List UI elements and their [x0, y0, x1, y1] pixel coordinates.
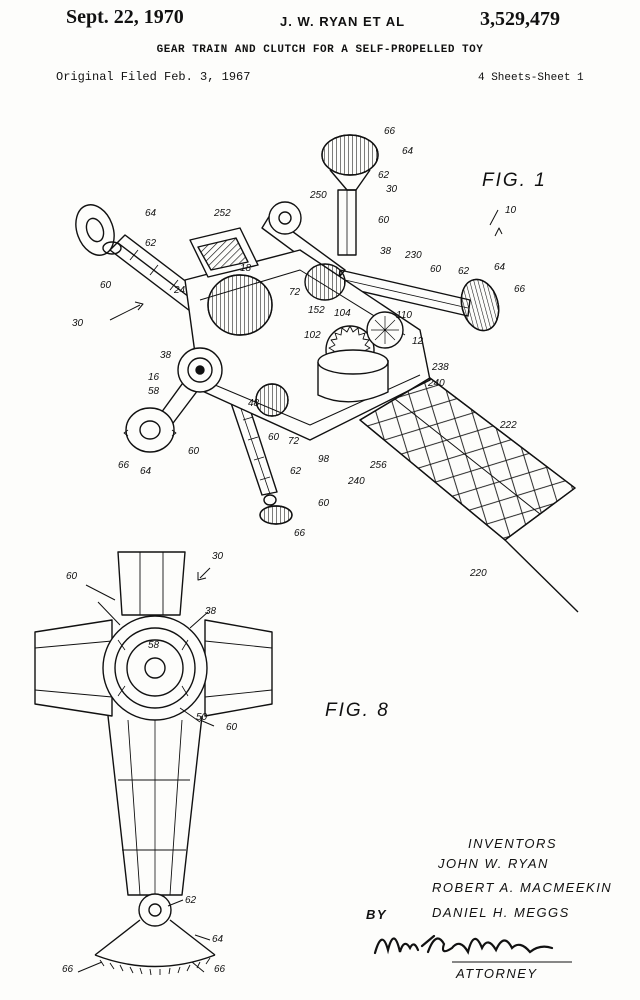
fig1-ref-numeral: 12 [412, 336, 424, 347]
fig8-ref-numeral: 60 [66, 571, 78, 582]
patent-number: 3,529,479 [480, 8, 560, 30]
fig1-ref-numeral: 66 [514, 284, 526, 295]
fig1-ref-numeral: 60 [318, 498, 330, 509]
fig1-ref-numeral: 62 [290, 466, 302, 477]
fig1-ref-numeral: 30 [386, 184, 398, 195]
fig1-ref-numeral: 222 [500, 420, 517, 431]
attorney-signature [370, 918, 570, 973]
fig1-wheel-right [460, 278, 500, 332]
fig1-wheel-top-left [268, 201, 302, 235]
fig1-ref-numeral: 16 [148, 372, 160, 383]
by-label: BY [366, 907, 388, 922]
fig1-ref-numeral: 10 [505, 205, 517, 216]
patent-date: Sept. 22, 1970 [66, 6, 184, 28]
fig1-wheel-left [75, 204, 122, 256]
inventor-name: DANIEL H. MEGGS [432, 905, 570, 920]
fig1-ref-numeral: 24 [174, 285, 186, 296]
fig1-ref-numeral: 30 [72, 318, 84, 329]
inventor-name: ROBERT A. MACMEEKIN [432, 880, 613, 895]
attorney-label: ATTORNEY [456, 966, 538, 981]
fig1-toy-drawing [75, 134, 579, 613]
fig1-ref-numeral: 64 [145, 208, 157, 219]
fig1-ref-numeral: 64 [402, 146, 414, 157]
fig8-arm-drawing [34, 551, 273, 976]
fig8-ref-numeral: 66 [214, 964, 226, 975]
fig1-ref-numeral: 64 [494, 262, 506, 273]
fig1-ref-numeral: 102 [304, 330, 321, 341]
fig8-ref-numeral: 62 [185, 895, 197, 906]
filed-date: Original Filed Feb. 3, 1967 [56, 70, 251, 84]
fig1-caption: FIG. 1 [482, 170, 547, 191]
fig1-ref-numeral: 238 [432, 362, 449, 373]
fig1-ref-numeral: 252 [214, 208, 231, 219]
fig1-ref-numeral: 60 [100, 280, 112, 291]
fig1-ref-numeral: 240 [348, 476, 365, 487]
fig1-ref-numeral: 72 [289, 287, 301, 298]
fig1-ref-numeral: 220 [470, 568, 487, 579]
fig8-ref-numeral: 30 [212, 551, 224, 562]
fig1-ref-numeral: 38 [160, 350, 172, 361]
fig1-ref-numeral: 62 [145, 238, 157, 249]
fig1-ref-numeral: 18 [240, 263, 252, 274]
fig1-ref-numeral: 250 [310, 190, 327, 201]
fig1-ref-numeral: 60 [188, 446, 200, 457]
patent-title: GEAR TRAIN AND CLUTCH FOR A SELF-PROPELL… [156, 44, 484, 56]
inventors-heading: INVENTORS [468, 836, 558, 851]
fig8-ref-numeral: 58 [148, 640, 160, 651]
fig1-ref-numeral: 66 [118, 460, 130, 471]
sheet-count: 4 Sheets-Sheet 1 [478, 72, 584, 84]
fig1-ref-numeral: 60 [268, 432, 280, 443]
fig1-ref-numeral: 72 [288, 436, 300, 447]
fig1-ref-numeral: 58 [148, 386, 160, 397]
fig1-ref-numeral: 256 [370, 460, 387, 471]
fig8-caption: FIG. 8 [325, 700, 390, 721]
fig8-ref-numeral: 66 [62, 964, 74, 975]
fig1-ref-numeral: 98 [318, 454, 330, 465]
fig1-wheel-lower-left [123, 407, 177, 453]
fig1-ref-numeral: 230 [405, 250, 422, 261]
fig1-ref-numeral: 64 [140, 466, 152, 477]
fig1-ref-numeral: 60 [430, 264, 442, 275]
fig8-ref-numeral: 50 [196, 712, 208, 723]
fig1-ref-numeral: 48 [248, 398, 260, 409]
fig1-ref-numeral: 240 [428, 378, 445, 389]
fig8-ref-numeral: 38 [205, 606, 217, 617]
fig1-wheel-bottom [259, 494, 293, 525]
fig1-ref-numeral: 110 [396, 310, 412, 321]
fig1-ref-numeral: 62 [378, 170, 390, 181]
fig8-ref-numeral: 64 [212, 934, 224, 945]
fig1-ref-numeral: 66 [384, 126, 396, 137]
fig8-ref-numeral: 60 [226, 722, 238, 733]
fig1-ref-numeral: 38 [380, 246, 392, 257]
fig1-ref-numeral: 66 [294, 528, 306, 539]
fig1-ref-numeral: 104 [334, 308, 351, 319]
patent-inventor: J. W. RYAN ET AL [280, 14, 406, 29]
inventor-name: JOHN W. RYAN [438, 856, 549, 871]
fig1-ref-numeral: 62 [458, 266, 470, 277]
fig1-ref-numeral: 152 [308, 305, 325, 316]
fig1-wheel-top [321, 134, 379, 191]
fig1-ref-numeral: 60 [378, 215, 390, 226]
